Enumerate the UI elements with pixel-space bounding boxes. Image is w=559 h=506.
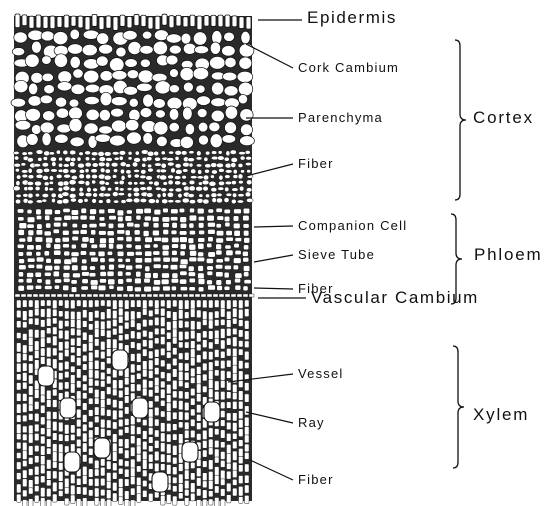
group-label-cortex: Cortex xyxy=(473,108,534,128)
label-sieve-tube: Sieve Tube xyxy=(298,247,375,262)
label-xylem-fiber: Fiber xyxy=(298,472,334,487)
label-cortex-fiber: Fiber xyxy=(298,156,334,171)
label-cork-cambium: Cork Cambium xyxy=(298,60,399,75)
tissue-cells xyxy=(11,14,254,506)
label-companion-cell: Companion Cell xyxy=(298,218,407,233)
label-vascular-cambium: Vascular Cambium xyxy=(311,288,479,308)
label-epidermis: Epidermis xyxy=(307,8,397,28)
label-vessel: Vessel xyxy=(298,366,344,381)
cortex-cells xyxy=(11,29,254,148)
group-braces xyxy=(451,40,466,468)
group-label-xylem: Xylem xyxy=(473,405,529,425)
label-parenchyma: Parenchyma xyxy=(298,110,383,125)
label-ray: Ray xyxy=(298,415,325,430)
group-label-phloem: Phloem xyxy=(474,245,542,265)
